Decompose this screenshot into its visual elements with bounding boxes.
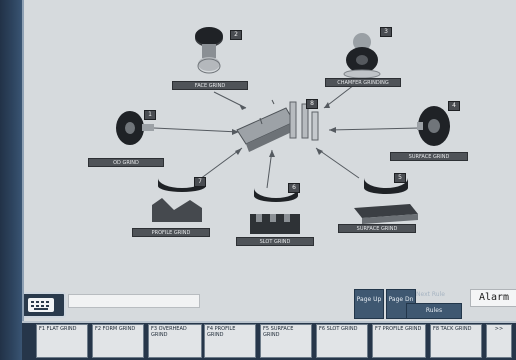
operation-label: FACE GRIND bbox=[172, 81, 248, 90]
operation-label: PROFILE GRIND bbox=[132, 228, 210, 237]
softkey-f4[interactable]: F4 PROFILE GRIND bbox=[204, 324, 256, 358]
rules-button[interactable]: Rules bbox=[406, 303, 462, 319]
step-badge: 7 bbox=[194, 177, 206, 187]
center-tool-icon bbox=[236, 99, 319, 152]
step-badge: 3 bbox=[380, 27, 392, 37]
operation-label: SLOT GRIND bbox=[236, 237, 314, 246]
message-field bbox=[68, 294, 200, 308]
next-rule-label: Next Rule bbox=[416, 291, 445, 298]
status-row: Page Up Page Dn Next Rule Rules Alarm bbox=[24, 289, 516, 321]
step-badge: 8 bbox=[306, 99, 318, 109]
alarm-button[interactable]: Alarm bbox=[470, 289, 516, 307]
step-badge: 6 bbox=[288, 183, 300, 193]
keyboard-icon bbox=[28, 298, 54, 312]
operation-label: SURFACE GRIND bbox=[338, 224, 416, 233]
step-badge: 5 bbox=[394, 173, 406, 183]
softkey-f3[interactable]: F3 OVERHEAD GRIND bbox=[148, 324, 202, 358]
grinding-wheel-icon bbox=[354, 178, 418, 224]
grinding-wheel-icon bbox=[116, 111, 154, 145]
grinding-wheel-icon bbox=[417, 106, 450, 146]
keyboard-button[interactable] bbox=[24, 292, 66, 318]
grinding-wheel-icon bbox=[343, 33, 381, 79]
operation-label: CHAMFER GRINDING bbox=[325, 78, 401, 87]
softkey-f5[interactable]: F5 SURFACE GRIND bbox=[260, 324, 312, 358]
grinding-wheel-icon bbox=[250, 188, 300, 234]
softkey-f1[interactable]: F1 FLAT GRIND bbox=[36, 324, 88, 358]
step-badge: 4 bbox=[448, 101, 460, 111]
softkey-f8[interactable]: F8 TACK GRIND bbox=[430, 324, 482, 358]
step-badge: 1 bbox=[144, 110, 156, 120]
process-diagram-art bbox=[116, 27, 450, 234]
grinding-wheel-icon bbox=[152, 178, 206, 222]
hmi-screen: 2 FACE GRIND 3 CHAMFER GRINDING 1 OD GRI… bbox=[22, 0, 516, 336]
page-up-button[interactable]: Page Up bbox=[354, 289, 384, 319]
softkey-f2[interactable]: F2 FORM GRIND bbox=[92, 324, 144, 358]
operation-label: SURFACE GRIND bbox=[390, 152, 468, 161]
process-diagram: 2 FACE GRIND 3 CHAMFER GRINDING 1 OD GRI… bbox=[24, 0, 516, 290]
softkey-bar: F1 FLAT GRIND F2 FORM GRIND F3 OVERHEAD … bbox=[22, 321, 516, 360]
softkey-f7[interactable]: F7 PROFILE GRIND bbox=[372, 324, 426, 358]
step-badge: 2 bbox=[230, 30, 242, 40]
operation-label: OD GRIND bbox=[88, 158, 164, 167]
softkey-more[interactable]: >> bbox=[486, 324, 512, 358]
grinding-wheel-icon bbox=[195, 27, 223, 74]
softkey-f6[interactable]: F6 SLOT GRIND bbox=[316, 324, 368, 358]
panel-bezel-left bbox=[0, 0, 22, 360]
